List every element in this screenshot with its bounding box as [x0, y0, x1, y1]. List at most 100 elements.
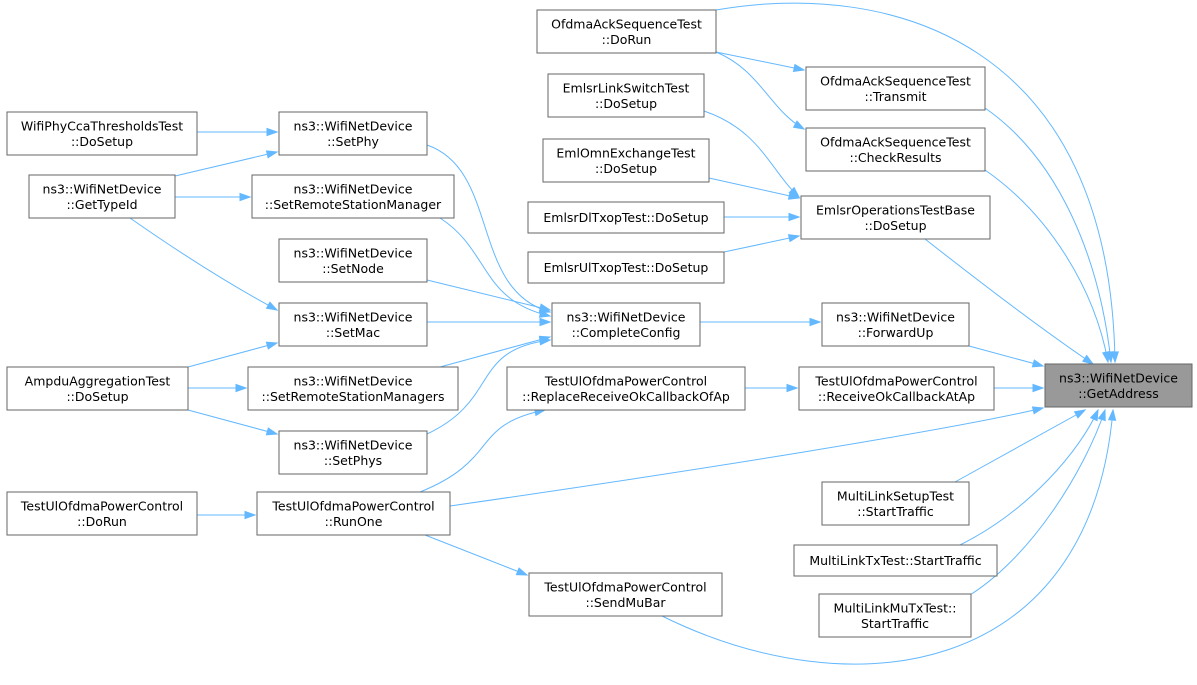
edge-line: [426, 279, 551, 311]
node-label: TestUlOfdmaPowerControl: [814, 373, 977, 388]
node-mlmutx[interactable]: MultiLinkMuTxTest::StartTraffic: [818, 593, 972, 638]
node-receiveok[interactable]: TestUlOfdmaPowerControl::ReceiveOkCallba…: [798, 366, 995, 411]
arrowhead-icon: [1032, 383, 1045, 393]
node-label: OfdmaAckSequenceTest: [551, 16, 702, 31]
node-label: ns3::WifiNetDevice: [294, 245, 413, 260]
edge-line: [708, 177, 800, 199]
node-ofdma_checkresults[interactable]: OfdmaAckSequenceTest::CheckResults: [805, 127, 986, 172]
node-setnode[interactable]: ns3::WifiNetDevice::SetNode: [278, 238, 428, 283]
node-label: ::GetTypeId: [66, 197, 137, 212]
node-mlsetup[interactable]: MultiLinkSetupTest::StartTraffic: [821, 481, 970, 526]
edge-receiveok-to-getaddress: [994, 383, 1045, 393]
node-box: [818, 593, 972, 638]
edge-sendmubar-to-getaddress: [659, 408, 1117, 665]
node-label: EmlOmnExchangeTest: [556, 145, 695, 160]
node-setmac[interactable]: ns3::WifiNetDevice::SetMac: [278, 302, 428, 347]
arrowhead-icon: [266, 127, 279, 137]
node-box: [821, 481, 970, 526]
node-label: ::StartTraffic: [857, 504, 934, 519]
node-label: EmlsrDlTxopTest::DoSetup: [543, 210, 708, 225]
node-label: ::DoRun: [602, 32, 652, 47]
node-runone[interactable]: TestUlOfdmaPowerControl::RunOne: [256, 491, 451, 536]
edge-line: [715, 2, 1116, 363]
edge-ofdma_transmit-to-getaddress: [984, 107, 1115, 364]
edge-runone-to-getaddress: [449, 406, 1045, 507]
node-wifiphycca[interactable]: WifiPhyCcaThresholdsTest::DoSetup: [6, 111, 198, 156]
node-label: ::CompleteConfig: [572, 325, 681, 340]
edge-line: [959, 409, 1099, 546]
node-emlsrdltxop[interactable]: EmlsrDlTxopTest::DoSetup: [527, 201, 725, 234]
node-setphy[interactable]: ns3::WifiNetDevice::SetPhy: [278, 111, 428, 156]
node-emlsrultxop[interactable]: EmlsrUlTxopTest::DoSetup: [527, 251, 725, 284]
edge-setphys-to-completeconfig: [426, 337, 552, 435]
node-label: ns3::WifiNetDevice: [294, 118, 413, 133]
node-setphys[interactable]: ns3::WifiNetDevice::SetPhys: [278, 430, 428, 475]
node-emlsrlinkswitch[interactable]: EmlsrLinkSwitchTest::DoSetup: [547, 73, 705, 118]
node-setrsms[interactable]: ns3::WifiNetDevice::SetRemoteStationMana…: [247, 366, 459, 411]
node-label: EmlsrLinkSwitchTest: [563, 80, 690, 95]
node-box: [247, 366, 459, 411]
edge-line: [426, 144, 551, 313]
edge-mlsetup-to-getaddress: [954, 409, 1087, 483]
arrowhead-icon: [538, 309, 552, 318]
node-setrsm[interactable]: ns3::WifiNetDevice::SetRemoteStationMana…: [251, 174, 455, 219]
edge-ampdu-to-setrsms: [188, 383, 248, 393]
node-forwardup[interactable]: ns3::WifiNetDevice::ForwardUp: [821, 302, 970, 347]
node-replacercv[interactable]: TestUlOfdmaPowerControl::ReplaceReceiveO…: [506, 366, 746, 411]
node-box: [821, 302, 970, 347]
node-label: MultiLinkTxTest::StartTraffic: [809, 553, 981, 568]
call-nodes: ns3::WifiNetDevice::GetAddress OfdmaAckSe…: [6, 9, 1193, 638]
edge-line: [187, 342, 278, 368]
call-edges: [129, 2, 1119, 665]
arrowhead-icon: [265, 341, 279, 350]
edge-setnode-to-completeconfig: [426, 279, 552, 312]
edge-emlsrbase-to-getaddress: [924, 238, 1095, 365]
node-label: StartTraffic: [861, 616, 929, 631]
node-box: [278, 238, 428, 283]
edge-emlomn-to-emlsrbase: [708, 177, 801, 200]
node-label: WifiPhyCcaThresholdsTest: [21, 118, 183, 133]
node-box: [800, 195, 991, 240]
edge-ofdma_dorun-to-ofdma_transmit: [715, 51, 806, 72]
edge-setrsm-to-completeconfig: [439, 217, 552, 318]
node-ulofdma_dorun[interactable]: TestUlOfdmaPowerControl::DoRun: [6, 491, 198, 536]
node-ofdma_transmit[interactable]: OfdmaAckSequenceTest::Transmit: [805, 66, 986, 111]
edge-mltx-to-getaddress: [959, 408, 1099, 546]
node-completeconfig[interactable]: ns3::WifiNetDevice::CompleteConfig: [551, 302, 701, 347]
node-box: [793, 544, 998, 577]
node-label: TestUlOfdmaPowerControl: [544, 373, 707, 388]
node-mltx[interactable]: MultiLinkTxTest::StartTraffic: [793, 544, 998, 577]
node-label: TestUlOfdmaPowerControl: [20, 498, 183, 513]
node-label: ns3::WifiNetDevice: [43, 181, 162, 196]
node-label: ::DoSetup: [66, 389, 128, 404]
node-getaddress[interactable]: ns3::WifiNetDevice::GetAddress: [1044, 363, 1193, 408]
node-label: ::ForwardUp: [858, 325, 934, 340]
arrowhead-icon: [1089, 408, 1099, 422]
node-label: OfdmaAckSequenceTest: [820, 73, 971, 88]
edge-runone-to-sendmubar: [424, 534, 529, 576]
arrowhead-icon: [539, 317, 552, 327]
edge-forwardup-to-getaddress: [968, 345, 1045, 368]
edge-line: [984, 169, 1109, 363]
node-emlomn[interactable]: EmlOmnExchangeTest::DoSetup: [542, 138, 710, 183]
node-sendmubar[interactable]: TestUlOfdmaPowerControl::SendMuBar: [528, 572, 723, 617]
node-label: ns3::WifiNetDevice: [1059, 370, 1178, 385]
arrowhead-icon: [787, 191, 801, 200]
edge-line: [174, 151, 278, 177]
node-box: [278, 111, 428, 156]
edge-line: [723, 235, 800, 253]
node-box: [1044, 363, 1193, 408]
node-ofdma_dorun[interactable]: OfdmaAckSequenceTest::DoRun: [536, 9, 717, 54]
node-box: [28, 174, 176, 219]
node-ampdu[interactable]: AmpduAggregationTest::DoSetup: [6, 366, 189, 411]
edge-ofdma_checkresults-to-getaddress: [984, 169, 1111, 364]
arrowhead-icon: [1031, 406, 1045, 415]
edge-runone-to-replacercv: [419, 407, 547, 493]
edge-line: [968, 345, 1044, 367]
node-emlsrbase[interactable]: EmlsrOperationsTestBase::DoSetup: [800, 195, 991, 240]
node-box: [528, 572, 723, 617]
node-gettypeid[interactable]: ns3::WifiNetDevice::GetTypeId: [28, 174, 176, 219]
node-label: OfdmaAckSequenceTest: [820, 134, 971, 149]
node-box: [278, 430, 428, 475]
arrowhead-icon: [539, 337, 552, 346]
